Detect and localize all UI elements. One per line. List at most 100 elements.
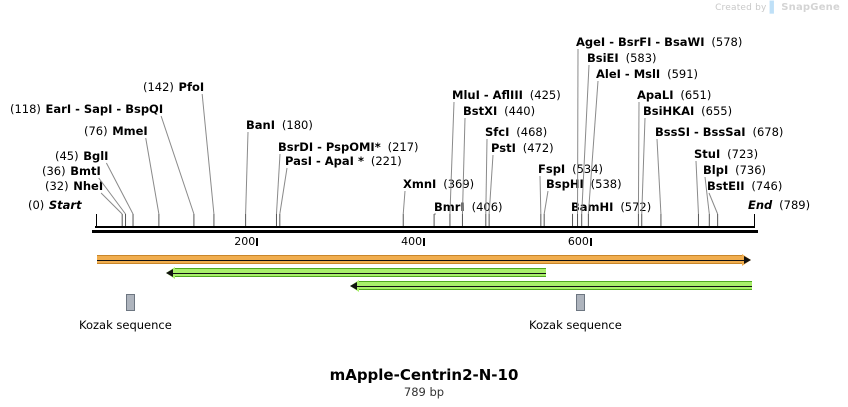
enzyme-name: BstXI xyxy=(463,104,498,118)
ruler-bottom-line xyxy=(91,230,758,233)
enzyme-label-sfci[interactable]: SfcI (468) xyxy=(485,126,547,138)
feature-green-feature-2[interactable] xyxy=(349,279,752,292)
enzyme-name: BspHI xyxy=(546,177,584,191)
enzyme-name: MluI - AflIII xyxy=(452,88,523,102)
enzyme-position: (76) xyxy=(84,124,108,138)
snapgene-watermark: Created by ▌ SnapGene xyxy=(715,2,840,13)
enzyme-label-bani[interactable]: BanI (180) xyxy=(246,119,313,131)
enzyme-label-agei[interactable]: AgeI - BsrFI - BsaWI (578) xyxy=(576,36,742,48)
ruler-top-line xyxy=(94,226,755,228)
enzyme-position: (472) xyxy=(522,141,554,155)
enzyme-position: (591) xyxy=(667,67,699,81)
enzyme-label-bgli[interactable]: (45) BglI xyxy=(55,150,108,162)
enzyme-position: (538) xyxy=(590,177,622,191)
kozak-sequence-marker[interactable] xyxy=(126,294,135,311)
enzyme-position: (217) xyxy=(387,140,419,154)
enzyme-label-bsiei[interactable]: BsiEI (583) xyxy=(587,52,657,64)
snapgene-brand: SnapGene xyxy=(781,2,840,13)
ruler-tick-mark xyxy=(423,238,426,246)
enzyme-label-bmti[interactable]: (36) BmtI xyxy=(42,165,101,177)
feature-spine xyxy=(355,285,752,287)
enzyme-position: (736) xyxy=(735,163,767,177)
enzyme-label-end[interactable]: End (789) xyxy=(748,199,810,211)
enzyme-name: SfcI xyxy=(485,125,510,139)
enzyme-label-xmni[interactable]: XmnI (369) xyxy=(403,178,474,190)
enzyme-position: (583) xyxy=(625,51,657,65)
enzyme-label-start[interactable]: (0) Start xyxy=(28,199,82,211)
enzyme-name: PstI xyxy=(491,141,516,155)
enzyme-label-pfoi[interactable]: (142) PfoI xyxy=(143,81,204,93)
enzyme-name: BsiEI xyxy=(587,51,619,65)
enzyme-label-eari[interactable]: (118) EarI - SapI - BspQI xyxy=(10,103,163,115)
enzyme-name: BanI xyxy=(246,118,275,132)
enzyme-position: (32) xyxy=(45,179,69,193)
enzyme-label-mlui[interactable]: MluI - AflIII (425) xyxy=(452,89,561,101)
ruler-tick-400: 400 xyxy=(401,235,426,248)
feature-spine-tip xyxy=(166,268,174,277)
enzyme-label-blpi[interactable]: BlpI (736) xyxy=(703,164,766,176)
enzyme-label-mmei[interactable]: (76) MmeI xyxy=(84,125,148,137)
enzyme-position: (0) xyxy=(28,198,45,212)
enzyme-label-psti[interactable]: PstI (472) xyxy=(491,142,554,154)
enzyme-position: (789) xyxy=(779,198,811,212)
enzyme-label-apali[interactable]: ApaLI (651) xyxy=(637,89,711,101)
enzyme-name: XmnI xyxy=(403,177,437,191)
enzyme-label-nhei[interactable]: (32) NheI xyxy=(45,180,103,192)
ruler-tick-label: 200 xyxy=(234,235,256,248)
enzyme-name: StuI xyxy=(694,147,721,161)
enzyme-position: (118) xyxy=(10,102,41,116)
feature-green-feature-1[interactable] xyxy=(166,266,546,279)
enzyme-name: ApaLI xyxy=(637,88,674,102)
enzyme-position: (655) xyxy=(701,104,733,118)
feature-spine-tip xyxy=(743,255,751,264)
feature-spine xyxy=(172,272,546,274)
enzyme-name: PasI - ApaI * xyxy=(285,154,364,168)
enzyme-position: (45) xyxy=(55,149,79,163)
watermark-prefix: Created by xyxy=(715,2,767,13)
enzyme-label-bsssi[interactable]: BssSI - BssSaI (678) xyxy=(655,126,783,138)
enzyme-name: FspI xyxy=(538,162,566,176)
enzyme-position: (406) xyxy=(471,200,503,214)
enzyme-name: BsiHKAI xyxy=(643,104,695,118)
enzyme-label-bsrdi[interactable]: BsrDI - PspOMI* (217) xyxy=(278,141,419,153)
enzyme-label-alei[interactable]: AleI - MslI (591) xyxy=(596,68,698,80)
enzyme-position: (221) xyxy=(370,154,402,168)
enzyme-position: (746) xyxy=(751,179,783,193)
enzyme-name: NheI xyxy=(73,179,104,193)
enzyme-position: (468) xyxy=(516,125,548,139)
kozak-sequence-label: Kozak sequence xyxy=(529,318,622,332)
enzyme-label-stui[interactable]: StuI (723) xyxy=(694,148,758,160)
enzyme-label-bstxi[interactable]: BstXI (440) xyxy=(463,105,535,117)
enzyme-position: (142) xyxy=(143,80,174,94)
ruler-tick-600: 600 xyxy=(568,235,592,248)
feature-orange-feature[interactable] xyxy=(97,253,751,266)
ruler-tick-mark xyxy=(256,238,259,246)
enzyme-label-fspi[interactable]: FspI (534) xyxy=(538,163,603,175)
enzyme-name: BglI xyxy=(83,149,109,163)
enzyme-label-bsphi[interactable]: BspHI (538) xyxy=(546,178,622,190)
enzyme-name: BlpI xyxy=(703,163,729,177)
page-title: mApple-Centrin2-N-10 xyxy=(329,366,519,384)
kozak-sequence-marker[interactable] xyxy=(576,294,585,311)
enzyme-label-pasi[interactable]: PasI - ApaI * (221) xyxy=(285,155,402,167)
enzyme-label-bamhi[interactable]: BamHI (572) xyxy=(571,201,651,213)
enzyme-label-bsihkai[interactable]: BsiHKAI (655) xyxy=(643,105,732,117)
enzyme-label-bmri[interactable]: BmrI (406) xyxy=(434,201,503,213)
enzyme-label-bsteii[interactable]: BstEII (746) xyxy=(707,180,782,192)
feature-spine xyxy=(97,259,745,261)
enzyme-name: BssSI - BssSaI xyxy=(655,125,746,139)
